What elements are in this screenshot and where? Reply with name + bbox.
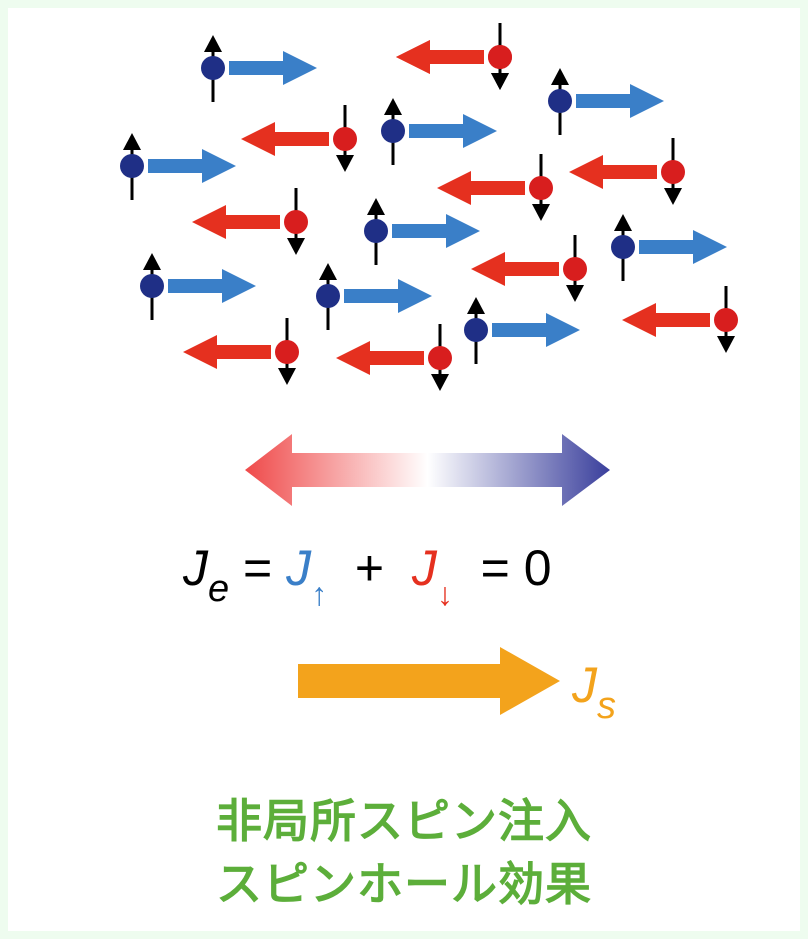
- electron-spin-down-10: [569, 138, 685, 205]
- electron-spin-up-4: [364, 198, 480, 265]
- electron-spin-up-2: [381, 98, 497, 165]
- electron-motion-arrow: [183, 335, 271, 369]
- electron-ball: [611, 235, 635, 259]
- electron-motion-arrow: [396, 40, 484, 74]
- electron-motion-arrow: [336, 341, 424, 375]
- electron-ball: [488, 45, 512, 69]
- spin-up-arrowhead: [367, 198, 385, 215]
- spin-up-arrowhead: [204, 35, 222, 52]
- electron-spin-down-13: [471, 235, 587, 302]
- electron-ball: [381, 119, 405, 143]
- electron-motion-arrow: [492, 313, 580, 347]
- electron-spin-up-5: [611, 214, 727, 281]
- electron-motion-arrow: [344, 279, 432, 313]
- electron-field: [120, 23, 738, 391]
- electron-motion-arrow: [576, 84, 664, 118]
- spin-up-arrowhead: [384, 98, 402, 115]
- spin-up-arrowhead: [551, 68, 569, 85]
- electron-ball: [428, 346, 452, 370]
- electron-spin-up-7: [316, 263, 432, 330]
- electron-ball: [316, 284, 340, 308]
- spin-up-arrowhead: [467, 297, 485, 314]
- spin-current-arrow: [298, 647, 560, 715]
- electron-spin-up-1: [120, 133, 236, 200]
- electron-motion-arrow: [622, 303, 710, 337]
- electron-spin-up-0: [201, 35, 317, 102]
- electron-ball: [661, 160, 685, 184]
- electron-spin-up-6: [140, 253, 256, 320]
- spin-down-arrowhead: [566, 285, 584, 302]
- electron-motion-arrow: [241, 122, 329, 156]
- electron-ball: [548, 89, 572, 113]
- electron-motion-arrow: [148, 149, 236, 183]
- electron-spin-up-3: [548, 68, 664, 135]
- electron-spin-down-15: [183, 318, 299, 385]
- electron-ball: [201, 56, 225, 80]
- electron-spin-down-12: [192, 188, 308, 255]
- electron-spin-down-9: [241, 105, 357, 172]
- electron-motion-arrow: [192, 205, 280, 239]
- electron-ball: [364, 219, 388, 243]
- spin-down-arrowhead: [431, 374, 449, 391]
- electron-spin-up-extra: [464, 297, 580, 364]
- electron-ball: [464, 318, 488, 342]
- electron-motion-arrow: [409, 114, 497, 148]
- caption-line-1: 非局所スピン注入: [216, 794, 592, 848]
- electron-ball: [120, 154, 144, 178]
- spin-down-arrowhead: [717, 336, 735, 353]
- caption-line-2: スピンホール効果: [216, 857, 592, 911]
- electron-motion-arrow: [639, 230, 727, 264]
- spin-current-label: Js: [571, 657, 616, 727]
- electron-ball: [529, 176, 553, 200]
- spin-up-arrowhead: [143, 253, 161, 270]
- electron-ball: [140, 274, 164, 298]
- charge-current-equation: Je = J↑ + J↓ = 0: [182, 540, 552, 612]
- electron-spin-down-16: [336, 324, 452, 391]
- electron-ball: [284, 210, 308, 234]
- spin-down-arrowhead: [278, 368, 296, 385]
- electron-ball: [563, 257, 587, 281]
- electron-motion-arrow: [392, 214, 480, 248]
- electron-spin-down-11: [437, 154, 553, 221]
- electron-motion-arrow: [437, 171, 525, 205]
- spin-down-arrowhead: [491, 73, 509, 90]
- spin-down-arrowhead: [336, 155, 354, 172]
- electron-ball: [714, 308, 738, 332]
- electron-motion-arrow: [569, 155, 657, 189]
- spin-up-arrowhead: [123, 133, 141, 150]
- spin-down-arrowhead: [664, 188, 682, 205]
- electron-motion-arrow: [168, 269, 256, 303]
- electron-motion-arrow: [229, 51, 317, 85]
- spin-down-arrowhead: [532, 204, 550, 221]
- electron-motion-arrow: [471, 252, 559, 286]
- spin-up-arrowhead: [319, 263, 337, 280]
- spin-down-arrowhead: [287, 238, 305, 255]
- electron-spin-down-17: [396, 23, 512, 90]
- charge-current-double-arrow: [245, 434, 610, 506]
- electron-ball: [275, 340, 299, 364]
- electron-spin-down-14: [622, 286, 738, 353]
- electron-ball: [333, 127, 357, 151]
- spin-up-arrowhead: [614, 214, 632, 231]
